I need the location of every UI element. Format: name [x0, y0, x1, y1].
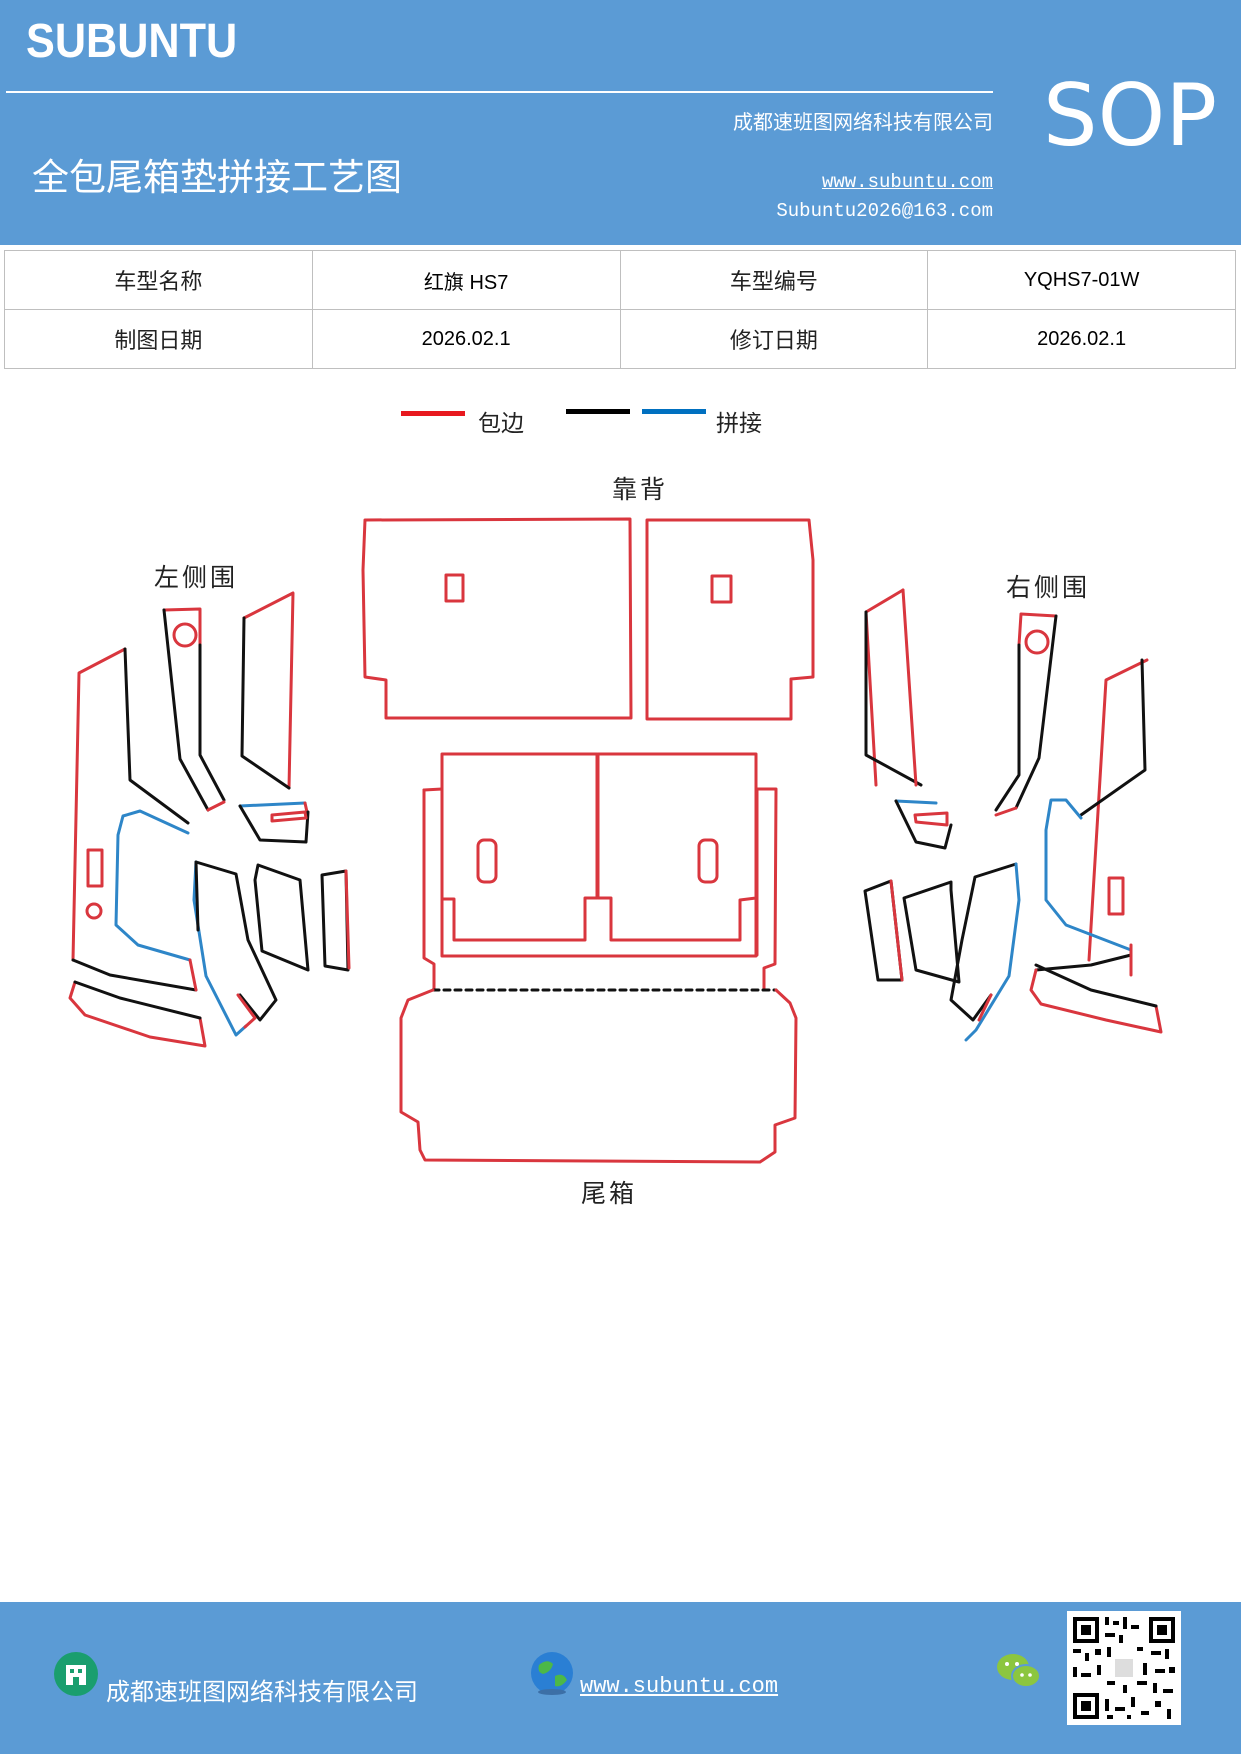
- footer-website-link[interactable]: www.subuntu.com: [580, 1674, 779, 1699]
- qr-code: [1067, 1611, 1181, 1725]
- sop-badge: SOP: [1043, 66, 1218, 166]
- floor-middle-panels: [422, 752, 778, 992]
- company-name: 成都速班图网络科技有限公司: [733, 110, 993, 134]
- label-left-side: 左侧围: [154, 563, 239, 592]
- right-side-panels: [863, 588, 1163, 1042]
- globe-icon: [529, 1650, 575, 1696]
- model-name-value: 红旗 HS7: [311, 250, 621, 310]
- revise-date-value: 2026.02.1: [927, 309, 1236, 369]
- draw-date-value: 2026.02.1: [311, 309, 621, 369]
- revise-date-label: 修订日期: [619, 309, 929, 369]
- model-name-label: 车型名称: [4, 250, 313, 310]
- legend-swatch-splice: [642, 409, 706, 414]
- draw-date-label: 制图日期: [4, 309, 313, 369]
- model-code-value: YQHS7-01W: [927, 250, 1236, 310]
- backrest-left-panel: [361, 517, 633, 720]
- legend-swatch-seam: [566, 409, 630, 414]
- email-address: Subuntu2026@163.com: [776, 200, 993, 222]
- header-banner: [0, 0, 1241, 245]
- label-trunk: 尾箱: [581, 1179, 638, 1208]
- footer-company-name: 成都速班图网络科技有限公司: [106, 1678, 418, 1706]
- trunk-floor-panel: [399, 988, 798, 1164]
- legend-label-edge: 包边: [478, 411, 524, 437]
- wechat-icon[interactable]: [995, 1651, 1043, 1693]
- left-side-panels: [68, 591, 351, 1048]
- mat-layout-diagram: [68, 517, 1163, 1164]
- brand-logo: SUBUNTU: [26, 15, 238, 68]
- legend-label-splice: 拼接: [716, 411, 762, 437]
- building-icon: [53, 1651, 99, 1697]
- label-right-side: 右侧围: [1006, 573, 1091, 602]
- header-divider: [6, 91, 993, 93]
- model-code-label: 车型编号: [619, 250, 929, 310]
- table-row: 车型名称 红旗 HS7 车型编号 YQHS7-01W: [4, 250, 1236, 310]
- website-link[interactable]: www.subuntu.com: [821, 171, 993, 193]
- table-row: 制图日期 2026.02.1 修订日期 2026.02.1: [4, 309, 1236, 369]
- label-backrest: 靠背: [612, 475, 669, 504]
- legend-swatch-edge: [401, 411, 465, 416]
- document-title: 全包尾箱垫拼接工艺图: [32, 156, 402, 199]
- info-table: 车型名称 红旗 HS7 车型编号 YQHS7-01W 制图日期 2026.02.…: [4, 250, 1236, 369]
- backrest-right-panel: [645, 518, 815, 721]
